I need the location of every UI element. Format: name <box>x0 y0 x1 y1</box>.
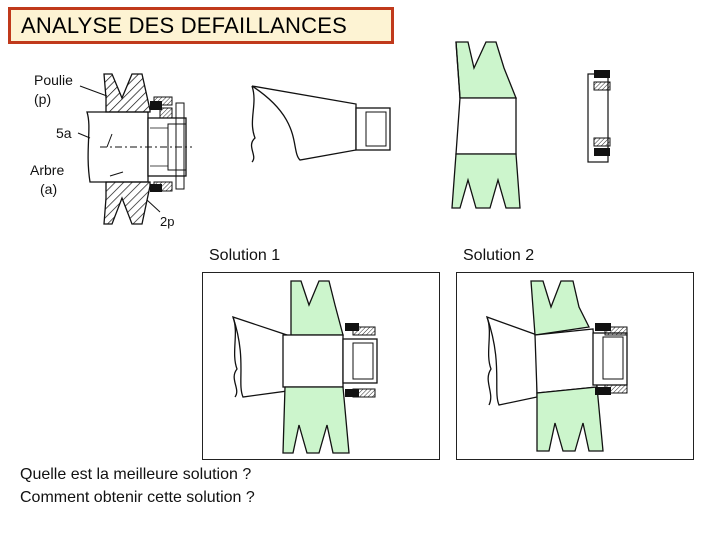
solution-1-frame[interactable] <box>202 272 440 460</box>
solution-1-drawing <box>231 280 378 454</box>
exploded-pulley-lower <box>451 153 521 209</box>
label-5a: 5a <box>56 125 72 141</box>
solution-2-drawing <box>485 280 628 452</box>
exploded-shaft-end <box>355 107 391 151</box>
question-2: Comment obtenir cette solution ? <box>20 489 255 506</box>
question-block: Quelle est la meilleure solution ? Comme… <box>20 463 255 509</box>
exploded-pulley-upper <box>455 41 517 99</box>
arbre-symbol: (a) <box>40 181 58 197</box>
arbre-label: Arbre <box>30 162 65 178</box>
pulley-upper-hatched <box>103 73 151 113</box>
question-1: Quelle est la meilleure solution ? <box>20 466 252 483</box>
solution-2-frame[interactable] <box>456 272 694 460</box>
solution-1-label: Solution 1 <box>209 247 281 264</box>
label-2p: 2p <box>160 214 175 229</box>
solution-2-label: Solution 2 <box>463 247 535 264</box>
exploded-shaft <box>251 85 357 161</box>
poulie-symbol: (p) <box>34 91 52 107</box>
pulley-lower-hatched <box>103 181 151 225</box>
page-title: ANALYSE DES DEFAILLANCES <box>8 7 394 44</box>
poulie-label: Poulie <box>34 72 73 88</box>
exploded-pulley-bore <box>455 97 517 155</box>
